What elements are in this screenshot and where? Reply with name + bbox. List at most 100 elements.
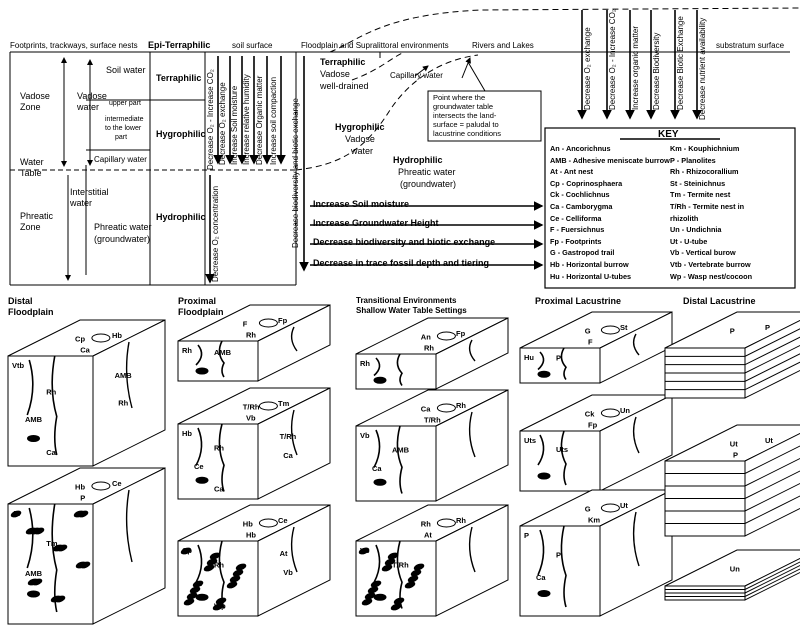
block-label: Un [730,565,740,574]
terraphilic-zone-title: Terraphilic [320,57,366,67]
water-table-label-2: Table [20,168,42,178]
hygrophilic-zone-title: Hygrophilic [335,122,385,132]
block-label: Uts [524,436,536,445]
block-label: Vb [283,568,293,577]
block-label: T/Rh [280,432,297,441]
block-label: Ck [585,410,595,419]
key-box [544,127,796,289]
water-table-label-1: Water [20,157,44,167]
key-left-entry: F - Fuersichnus [550,225,605,235]
key-left-entry: AMB - Adhesive meniscate burrow [550,155,670,165]
phreatic-water-label-1: Phreatic water [94,222,152,232]
key-left-entry: Fp - Footprints [550,236,602,246]
terraphilic-zone-line3: well-drained [320,81,369,91]
block-label: Cp [75,335,85,344]
arrow-label-soil-moisture: Increase Soil moisture [230,85,239,165]
key-right-entry: Km - Kouphichnium [670,144,740,153]
block-label: AMB [392,445,410,454]
point-note-line2: groundwater table [433,102,494,111]
right-arrow-label-6: Decrease nutrient availability [698,17,707,120]
block-label: Rh [214,560,224,569]
block-label: T/Rh [243,403,260,412]
vadose-water-label-1: Vadose [77,91,107,101]
block-label: An [421,333,431,342]
phreatic-zone-label-1: Phreatic [20,211,54,221]
block-label: Uts [556,445,568,454]
right-arrow-label-1: Decrease O₂ exchange [583,27,592,110]
key-left-entry: Hu - Horizontal U-tubes [550,271,632,281]
block-label: AMB [214,348,232,357]
hydrophilic-zone-line3: (groundwater) [400,179,457,189]
key-right-entry: Vb - Vertical burow [670,248,736,258]
block-label: P [524,531,529,540]
profile-frame [9,51,790,286]
block-label: Hu [524,353,534,362]
key-right-entry: Ut - U-tube [670,236,708,246]
block-label: P [556,551,561,560]
block-label: P [730,327,735,336]
block-label: Vb [360,431,370,440]
block-label: F [588,337,593,346]
right-arrow-label-3: Increase organic matter [631,25,640,110]
footprints-label: Footprints, trackways, surface nests [10,41,138,50]
block-label: At [280,549,288,558]
block-label: Rh [246,330,256,339]
block-label: AMB [25,569,43,578]
intermediate-label-3: part [115,134,128,141]
block-label: Rh [182,346,192,355]
block-label: G [585,327,591,336]
trend-arrows [310,201,544,270]
block-label: Hb [75,483,85,492]
key-left-entry: At - Ant nest [550,167,594,177]
block-label: Ce [194,462,204,471]
key-left-entry: Ck - Cochlichnus [550,190,610,200]
block-label: Rh [421,520,431,529]
block-label: Rh [214,443,224,452]
substratum-label: substratum surface [716,41,785,50]
arrow-label-biodiversity: Decrease biodiversity and biotic exchang… [291,98,300,248]
block-label: Rh [46,388,56,397]
block-label: Ca [536,573,546,582]
point-note-line1: Point where the [433,93,486,102]
block-label: Ce [278,516,288,525]
soil-water-label: Soil water [106,65,146,75]
block-label: Hb [243,520,253,529]
block-label: Cp [182,546,192,555]
arrow-label-o2-concentration: Decrease O₂ concentration [211,185,220,282]
block-label: Ca [372,464,382,473]
water-table-curve [295,7,800,171]
block-label: Ca [283,451,293,460]
column-title-transitional-1: Transitional Environments [356,296,457,305]
key-right-entry: Rh - Rhizocorallium [670,167,739,177]
phreatic-zone-label-2: Zone [20,222,41,232]
hydrophilic-zone-line2: Phreatic water [398,167,456,177]
block-label: Tm [46,539,58,548]
block-label: Vb [360,546,370,555]
block-label: Ca [46,448,56,457]
block-label: Un [620,406,630,415]
column-title-proximal-floodplain-2: Floodplain [178,307,224,317]
key-right-entry: rhizolith [670,213,699,223]
intermediate-label-1: intermediate [105,116,144,123]
upper-part-label: upper part [109,100,141,107]
block-label: Rh [360,359,370,368]
block-label: Vb [246,413,256,422]
arrow-label-o2-co2: Decrease O₂ - Increase CO₂ [206,69,215,170]
terraphilic-label: Terraphilic [156,73,202,83]
key-right-entry: St - Steinichnus [670,178,726,188]
arrow-label-compaction: Increase soil compaction [269,76,278,165]
rivers-lakes-label: Rivers and Lakes [472,41,534,50]
vadose-water-label-2: water [77,102,100,112]
block-dl3: Un [664,549,800,601]
capillary-zone-label: Capillary water [390,71,443,80]
block-label: AMB [25,415,43,424]
hygrophilic-zone-line2: Vadose [345,134,375,144]
block-label: Fp [278,316,288,325]
